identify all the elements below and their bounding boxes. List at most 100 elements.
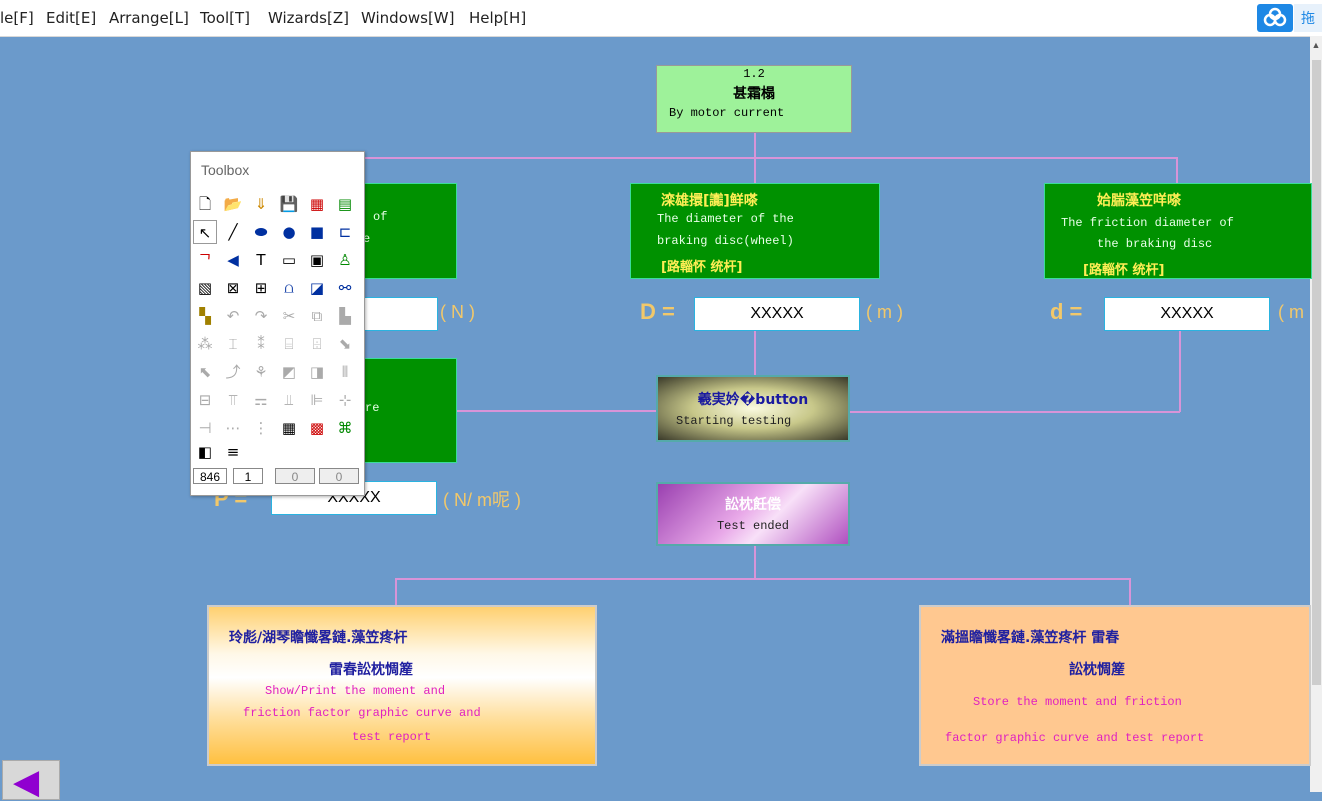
undo-icon[interactable]: ↶ [226,307,240,325]
distribute-h-icon[interactable]: ⫴ [341,363,349,381]
color-picker-icon[interactable]: ⌘ [337,419,353,437]
tree-icon[interactable]: ⚘ [254,363,268,381]
chart-tool-icon[interactable]: ⩍ [284,279,294,297]
import-icon[interactable]: ⇓ [254,195,268,213]
line-tool-icon[interactable]: ╱ [228,223,238,241]
pointer-icon[interactable]: ↖ [193,220,217,244]
object-tool-icon[interactable]: ▧ [197,279,213,297]
show-print-report-node[interactable]: 玲彪/湖琴瞻懺畧鏈.藻笠疼杆 雷春訟枕惆簅 Show/Print the mom… [207,605,597,766]
top-node[interactable]: 1.2 甚霜榻 By motor current [656,65,852,133]
back-arrow-button[interactable]: ◀ [2,760,60,801]
friction-diameter-unit-label: ( m [1278,302,1304,322]
toolbox-h-field[interactable]: 0 [319,468,359,484]
align-center-icon[interactable]: ⫪ [228,391,238,409]
grid-frame-icon[interactable]: ⊞ [254,279,268,297]
bring-front-icon[interactable]: ⬊ [338,335,352,353]
center-node[interactable]: 滦雄擐[讟]鲜嗏 The diameter of the braking dis… [630,183,880,279]
top-node-number: 1.2 [743,67,765,81]
diameter-label: D = [640,299,675,324]
trend-tool-icon[interactable]: ◪ [309,279,325,297]
connector-line [754,546,756,579]
scroll-thumb[interactable] [1312,60,1321,685]
person-tool-icon[interactable]: ♙ [338,251,352,269]
show-print-cn-line2: 雷春訟枕惆簅 [329,662,413,678]
store-en-line2: factor graphic curve and test report [945,731,1205,745]
layer-down-icon[interactable]: ◨ [309,363,325,381]
new-file-icon[interactable]: 🗋 [198,195,212,213]
side-tab[interactable]: 拖 [1294,4,1322,32]
circle-tool-icon[interactable]: ● [282,223,296,241]
save-icon[interactable]: 💾 [279,195,299,213]
layer-up-icon[interactable]: ◩ [281,363,297,381]
store-report-node[interactable]: 滿搵瞻懺畧鏈.藻笠疼杆 雷春 訟枕惆簅 Store the moment and… [919,605,1311,766]
cut-icon[interactable]: ✂ [282,307,296,325]
display-tool-icon[interactable]: ▣ [309,251,325,269]
connector-line [1179,330,1181,412]
menu-edit[interactable]: Edit[E] [46,9,97,27]
test-ended-title: 訟枕飪偿 [725,497,781,513]
center-node-line2: braking disc(wheel) [657,234,794,248]
text-tool-icon[interactable]: T [256,251,266,269]
link-tool-icon[interactable]: ⚯ [338,279,352,297]
open-folder-icon[interactable]: 📂 [223,195,243,213]
menu-help[interactable]: Help[H] [469,9,527,27]
toolbox-y-field[interactable]: 1 [233,468,263,484]
right-node[interactable]: 姶腨藻笠咩嗏 The friction diameter of the brak… [1044,183,1312,279]
connector-line [1176,157,1178,183]
center-node-title: 滦雄擐[讟]鲜嗏 [661,193,758,209]
align-right-icon[interactable]: ⊫ [310,391,324,409]
group-icon[interactable]: ⁂ [197,335,213,353]
align-base-icon[interactable]: ⫫ [284,391,294,409]
rounded-rect-icon[interactable]: ▭ [281,251,297,269]
fill-pattern-icon[interactable]: ◧ [197,443,213,461]
friction-diameter-input[interactable]: XXXXX [1104,297,1270,331]
center-icon[interactable]: ⊹ [338,391,352,409]
cloud-icon[interactable] [1257,4,1293,32]
image-frame-icon[interactable]: ⊠ [226,279,240,297]
polyline-tool-icon[interactable]: ⊏ [338,223,352,241]
palette-icon[interactable]: ▚ [199,307,211,325]
line-weight-icon[interactable]: ≡ [226,443,240,461]
layer-icon[interactable]: ▤ [337,195,353,213]
send-back-icon[interactable]: ⬉ [198,363,212,381]
scatter-icon[interactable]: ⁑ [257,335,265,353]
menu-wizards[interactable]: Wizards[Z] [268,9,349,27]
toolbox-panel[interactable]: Toolbox 🗋 📂 ⇓ 💾 ▦ ▤ ↖ ╱ ⬬ ● ■ ⊏ ᄀ ◀ T ▭ … [190,151,365,496]
paste-icon[interactable]: ▙ [339,307,351,325]
menu-bar: le[F] Edit[E] Arrange[L] Tool[T] Wizards… [0,0,1322,37]
align-middle-icon[interactable]: ⚎ [254,391,268,409]
align-top-icon[interactable]: ⌸ [284,335,294,353]
left-node-line1: of [373,210,388,224]
diameter-input[interactable]: XXXXX [694,297,860,331]
rectangle-tool-icon[interactable]: ■ [309,223,325,241]
vertical-dots-icon[interactable]: ⋮ [253,419,269,437]
ungroup-icon[interactable]: ⌶ [228,335,238,353]
toolbox-w-field[interactable]: 0 [275,468,315,484]
start-testing-node[interactable]: 羲実妗�button Starting testing [656,375,850,442]
copy-icon[interactable]: ⧉ [311,307,323,325]
friction-diameter-label: d = [1050,299,1083,324]
align-bottom-icon[interactable]: ⌹ [312,335,322,353]
menu-windows[interactable]: Windows[W] [361,9,455,27]
connector-line [754,330,756,376]
connector-line [395,578,1131,580]
connector-line [456,410,656,412]
menu-arrange[interactable]: Arrange[L] [109,9,189,27]
top-node-title: 甚霜榻 [733,86,775,102]
ellipse-line-icon[interactable]: ⬬ [254,223,268,241]
arc-tool-icon[interactable]: ◀ [227,251,239,269]
menu-file[interactable]: le[F] [0,9,34,27]
bracket-tool-icon[interactable]: ᄀ [198,251,212,269]
toolbox-x-field[interactable]: 846 [193,468,227,484]
grid-toggle-icon[interactable]: ▦ [281,419,297,437]
rotate-icon[interactable]: ⤴ [225,363,241,381]
align-left-icon[interactable]: ⊟ [198,391,212,409]
picture-icon[interactable]: ▦ [309,195,325,213]
menu-tool[interactable]: Tool[T] [200,9,251,27]
scroll-up-arrow-icon[interactable]: ▲ [1311,40,1321,50]
test-ended-node[interactable]: 訟枕飪偿 Test ended [656,482,850,546]
redo-icon[interactable]: ↷ [254,307,268,325]
distribute-icon[interactable]: ⊣ [198,419,212,437]
color-grid-icon[interactable]: ▩ [309,419,325,437]
dotted-line-icon[interactable]: ⋯ [225,419,241,437]
